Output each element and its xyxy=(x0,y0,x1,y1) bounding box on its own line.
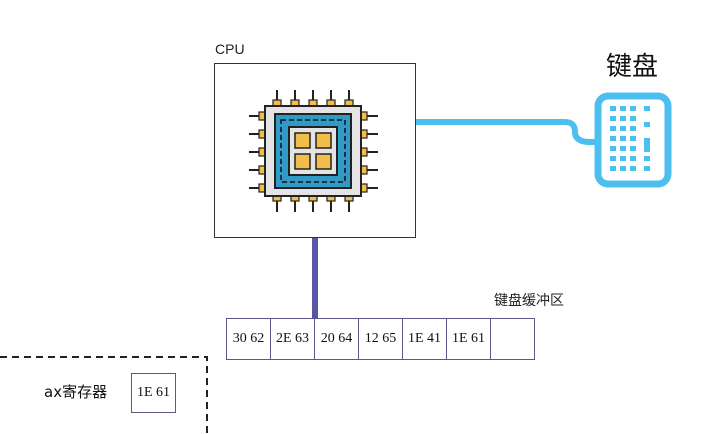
buffer-cell xyxy=(490,318,535,360)
buffer-cell: 1E 61 xyxy=(446,318,491,360)
buffer-cell: 2E 63 xyxy=(270,318,315,360)
ax-register-value: 1E 61 xyxy=(131,373,176,413)
ax-register-label: ax寄存器 xyxy=(44,383,108,401)
buffer-cell: 20 64 xyxy=(314,318,359,360)
cpu-keyboard-cable xyxy=(413,119,600,145)
buffer-cell: 30 62 xyxy=(226,318,271,360)
buffer-cell: 1E 41 xyxy=(402,318,447,360)
cpu-label: CPU xyxy=(215,41,245,57)
dashed-boundary xyxy=(0,356,208,434)
keyboard-icon xyxy=(594,92,672,188)
cpu-chip-icon xyxy=(249,90,378,212)
keyboard-label: 键盘 xyxy=(606,52,659,82)
keyboard-buffer: 30 62 2E 63 20 64 12 65 1E 41 1E 61 xyxy=(226,318,535,360)
keyboard-buffer-label: 键盘缓冲区 xyxy=(494,293,564,309)
cpu-box xyxy=(214,63,416,238)
buffer-cell: 12 65 xyxy=(358,318,403,360)
